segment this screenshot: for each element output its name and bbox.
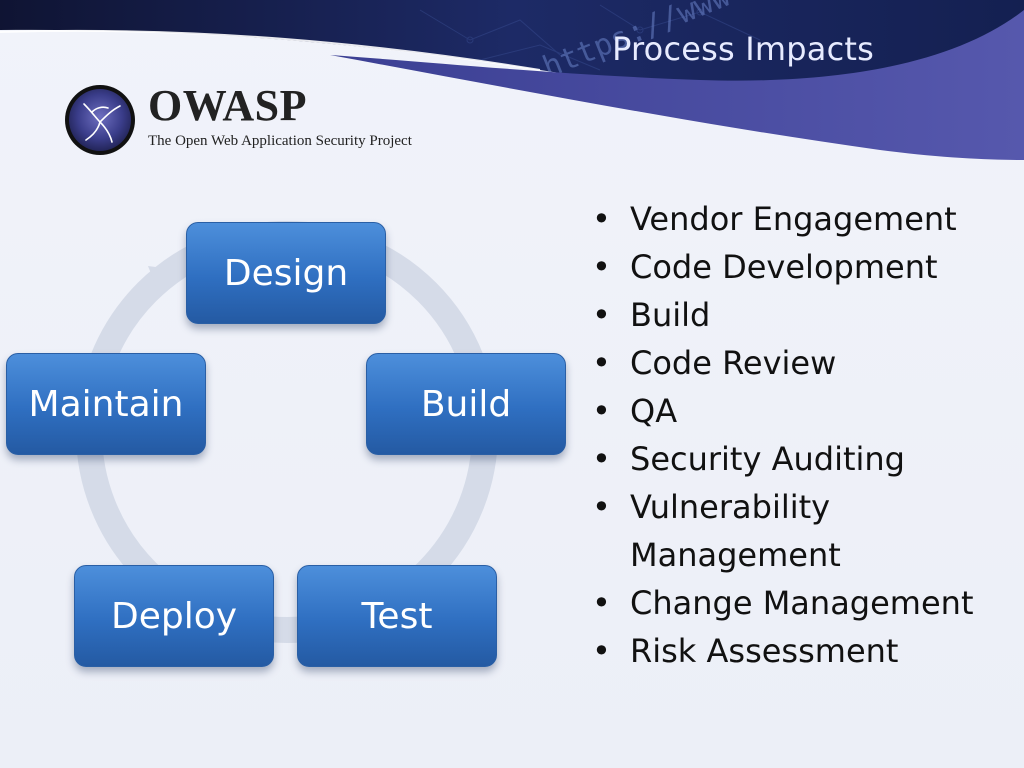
process-cycle-diagram: Design Build Test Deploy Maintain	[0, 200, 580, 700]
bullet-item: Vendor Engagement	[588, 195, 1008, 243]
bullet-item: Code Development	[588, 243, 1008, 291]
bullet-item: Change Management	[588, 579, 1008, 627]
bullet-item: Security Auditing	[588, 435, 1008, 483]
owasp-logo: OWASP The Open Web Application Security …	[62, 82, 462, 162]
bullet-item: Build	[588, 291, 1008, 339]
cycle-node-build: Build	[366, 353, 566, 455]
header-banner: https://www	[0, 0, 1024, 160]
cycle-arrow-icon	[148, 266, 178, 296]
impact-bullet-list: Vendor Engagement Code Development Build…	[588, 195, 1008, 675]
cycle-node-test: Test	[297, 565, 497, 667]
cycle-node-design: Design	[186, 222, 386, 324]
cycle-node-maintain: Maintain	[6, 353, 206, 455]
logo-wordmark: OWASP	[148, 81, 307, 130]
bullet-item: Vulnerability Management	[588, 483, 1008, 579]
owasp-wasp-emblem-icon	[65, 85, 135, 155]
bullet-item: QA	[588, 387, 1008, 435]
bullet-item: Code Review	[588, 339, 1008, 387]
slide-title: Process Impacts	[612, 30, 874, 68]
logo-tagline: The Open Web Application Security Projec…	[148, 133, 412, 149]
cycle-node-deploy: Deploy	[74, 565, 274, 667]
bullet-item: Risk Assessment	[588, 627, 1008, 675]
